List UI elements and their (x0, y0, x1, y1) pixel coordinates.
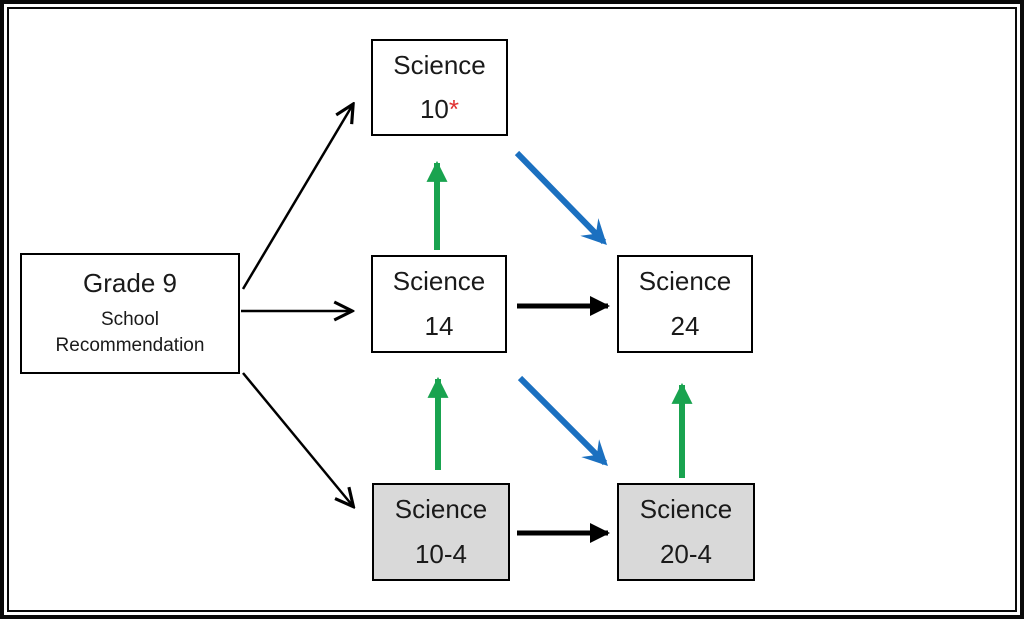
science10-4-title: Science (394, 494, 488, 524)
science10-code: 10* (420, 95, 459, 124)
science10-4-code: 10-4 (414, 539, 468, 570)
grade9-title: Grade 9 (83, 268, 177, 298)
node-grade-9-recommendation: Grade 9 School Recommendation (20, 253, 240, 374)
science10-title: Science (393, 50, 486, 80)
science20-4-title: Science (639, 494, 733, 524)
science10-number: 10 (419, 94, 449, 125)
edge-grade9-to-science10 (241, 106, 352, 290)
node-science-10-4: Science 10-4 (372, 483, 510, 581)
science10-asterisk: * (448, 94, 460, 125)
node-science-20-4: Science 20-4 (617, 483, 755, 581)
science24-code: 24 (670, 311, 700, 342)
science14-title: Science (392, 266, 486, 296)
grade9-subtitle: School Recommendation (55, 308, 205, 356)
node-science-24: Science 24 (617, 255, 753, 353)
edge-science14-to-science20-4 (517, 375, 608, 466)
edge-science10-to-science24 (514, 150, 607, 246)
science14-code: 14 (424, 311, 454, 342)
node-science-14: Science 14 (371, 255, 507, 353)
edge-grade9-to-science10-4 (242, 372, 352, 505)
node-science-10: Science 10* (371, 39, 508, 136)
science24-title: Science (638, 266, 732, 296)
science20-4-code: 20-4 (659, 539, 713, 570)
